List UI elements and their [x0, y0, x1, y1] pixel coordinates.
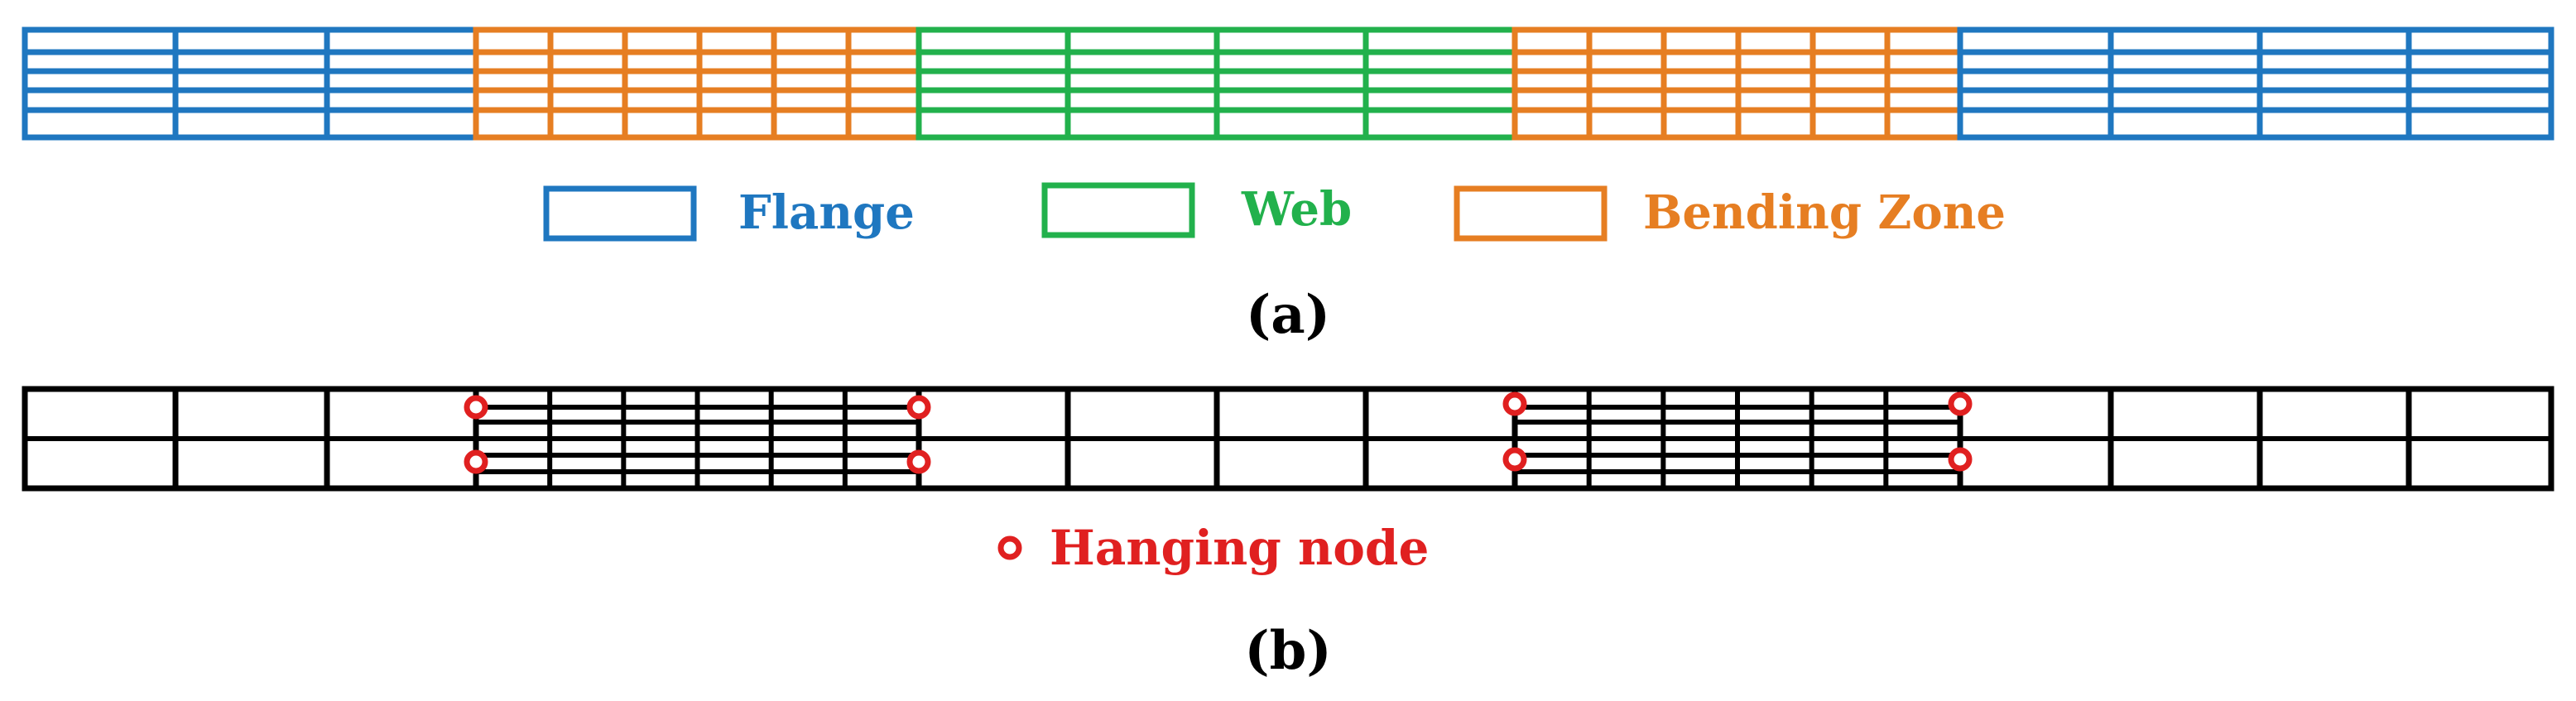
hanging-node-marker — [1948, 391, 1973, 416]
legend-label-hanging-node: Hanging node — [1050, 520, 1429, 576]
hanging-node-marker — [1948, 447, 1973, 472]
caption-a: (a) — [1246, 284, 1330, 346]
panel-b-mesh — [22, 386, 2554, 492]
hanging-node-marker — [464, 449, 488, 474]
hanging-node-marker — [1502, 447, 1527, 472]
legend-swatch-web — [1041, 182, 1195, 238]
hanging-node-marker — [1502, 391, 1527, 416]
hanging-node-marker — [906, 395, 931, 420]
hanging-node-legend-icon — [997, 535, 1022, 560]
legend-label-bending-zone: Bending Zone — [1643, 185, 2006, 240]
legend-label-flange: Flange — [738, 185, 915, 240]
hanging-node-marker — [906, 449, 931, 474]
hanging-nodes — [464, 391, 1973, 474]
panel-a-mesh — [22, 26, 2554, 141]
legend-swatch-bending-zone — [1454, 185, 1608, 242]
hanging-node-marker — [464, 395, 488, 420]
legend-swatch-flange — [543, 185, 697, 242]
legend-label-web: Web — [1241, 182, 1352, 237]
caption-b: (b) — [1244, 620, 1331, 682]
